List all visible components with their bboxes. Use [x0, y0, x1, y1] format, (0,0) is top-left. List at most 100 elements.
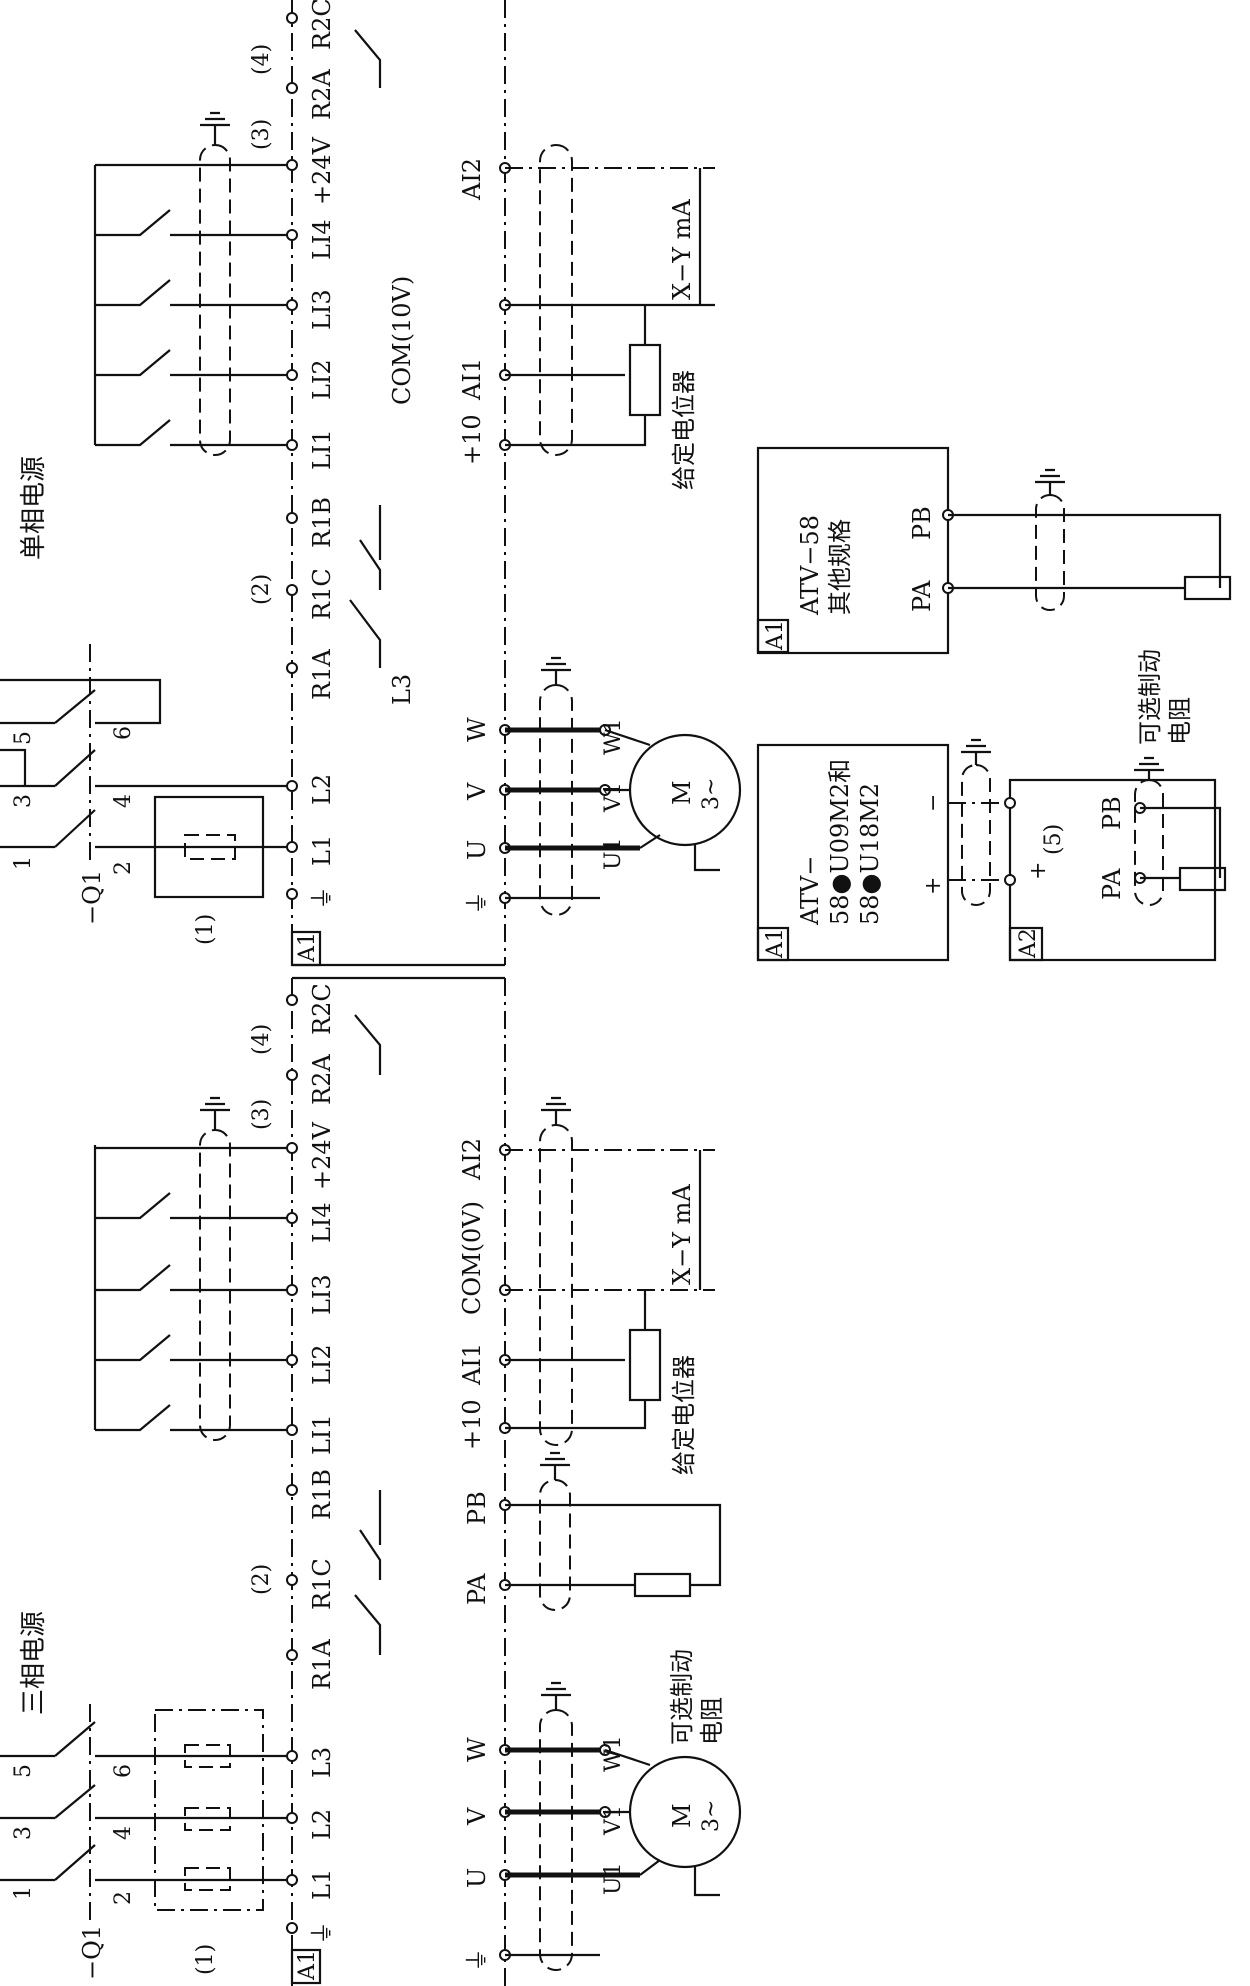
term-r1b-top: R1B [308, 497, 336, 548]
motor-term-gnd-bottom: ⏚ [463, 1948, 491, 1972]
winding-u1-bottom: U1 [601, 1862, 626, 1895]
motor-term-u-bottom: U [463, 1868, 491, 1888]
term-li2-top: LI2 [308, 359, 336, 400]
box1-plus: + [921, 877, 946, 895]
box1-line3: 58●U18M2 [856, 783, 884, 925]
range-label-bottom: X−Y mA [668, 1184, 696, 1285]
term-l2-bottom: L2 [308, 1809, 336, 1840]
term-24v-bottom: +24V [308, 1121, 336, 1190]
note1-top: (1) [193, 914, 218, 945]
pole-5-top: 5 [11, 731, 36, 745]
pole-3-bottom: 3 [11, 1826, 36, 1840]
term-li1-bottom: LI1 [308, 1414, 336, 1455]
a1-label-bottom: A1 [295, 1950, 320, 1981]
term-gnd-top: ⏚ [308, 886, 336, 910]
term-li1-top: LI1 [308, 429, 336, 470]
note4-top: (4) [249, 44, 274, 75]
a2-box: A2 [1016, 928, 1041, 959]
analog-ai1-top: AI1 [458, 358, 486, 401]
box1-minus: − [921, 794, 946, 812]
winding-u1-top: U1 [601, 837, 626, 870]
note3-top: (3) [249, 119, 274, 150]
term-li4-top: LI4 [308, 219, 336, 260]
analog-ai1-bottom: AI1 [458, 1343, 486, 1386]
logic-inputs-top [95, 163, 290, 447]
motor-label-top: M [668, 780, 696, 805]
pole-2-top: 2 [111, 861, 136, 875]
note2-bottom: (2) [249, 1564, 274, 1595]
three-phase-title: 三相电源 [19, 1611, 49, 1715]
box2-pb: PB [908, 506, 936, 540]
brake-pb-bottom: PB [463, 1491, 491, 1525]
pole-2-bottom: 2 [111, 1891, 136, 1905]
term-gnd-bottom: ⏚ [308, 1921, 336, 1945]
box1-line2: 58●U09M2和 [826, 759, 854, 925]
brake-label-bottom-1: 可选制动 [668, 1649, 696, 1745]
term-li3-top: LI3 [308, 289, 336, 330]
term-24v-top: +24V [308, 136, 336, 205]
motor-term-w-top: W [463, 717, 491, 742]
pole-6-bottom: 6 [111, 1764, 136, 1778]
note5: (5) [1041, 824, 1066, 855]
analog-10-bottom: +10 [458, 1399, 486, 1450]
analog-com-bottom: COM(0V) [458, 1201, 486, 1315]
term-li2-bottom: LI2 [308, 1344, 336, 1385]
term-li4-bottom: LI4 [308, 1202, 336, 1243]
box2-pa: PA [908, 580, 936, 612]
term-l3-bottom: L3 [308, 1747, 336, 1778]
winding-w1-bottom: W1 [601, 1735, 626, 1772]
q1-label-bottom: −Q1 [78, 1925, 106, 1980]
winding-v1-top: V1 [601, 782, 626, 813]
pot-label-bottom: 给定电位器 [670, 1355, 698, 1475]
box2-line2: 其他规格 [826, 519, 854, 615]
term-r1c-top: R1C [308, 568, 336, 620]
term-l3-top: L3 [388, 674, 416, 705]
motor-sub-bottom: 3~ [699, 1800, 724, 1832]
box2-line1: ATV−58 [796, 515, 824, 616]
a2-pa: PA [1098, 868, 1126, 900]
pole-5-bottom: 5 [11, 1764, 36, 1778]
brake-label-bottom-2: 电阻 [698, 1697, 726, 1745]
analog-com-top: COM(10V) [388, 276, 416, 405]
term-r2c-bottom: R2C [308, 983, 336, 1035]
single-phase-section: 单相电源 A1 −Q1 1 2 3 4 5 6 (1) ⏚ L1 L2 R1A … [0, 0, 1232, 980]
term-r2c-top: R2C [308, 0, 336, 50]
a2-pb: PB [1098, 796, 1126, 830]
pole-6-top: 6 [111, 726, 136, 740]
brake-label-top-1: 可选制动 [1136, 649, 1164, 745]
note1-bottom: (1) [193, 1944, 218, 1975]
term-li3-bottom: LI3 [308, 1274, 336, 1315]
motor-term-gnd-top: ⏚ [463, 891, 491, 915]
pole-4-top: 4 [111, 794, 136, 808]
term-r1a-bottom: R1A [308, 1639, 336, 1690]
term-r2a-top: R2A [308, 69, 336, 120]
term-r1a-top: R1A [308, 649, 336, 700]
analog-ai2-bottom: AI2 [458, 1138, 486, 1181]
motor-term-v-top: V [463, 782, 491, 801]
note2-top: (2) [249, 574, 274, 605]
pole-3-top: 3 [11, 794, 36, 808]
single-phase-title: 单相电源 [19, 456, 49, 560]
three-phase-section: 三相电源 A1 −Q1 1 3 5 2 4 6 (1) ⏚ L1 L2 L3 R… [0, 978, 742, 1986]
winding-v1-bottom: V1 [601, 1805, 626, 1836]
note4-bottom: (4) [249, 1024, 274, 1055]
term-r1c-bottom: R1C [308, 1558, 336, 1610]
motor-term-u-top: U [463, 840, 491, 860]
a1-label-top: A1 [295, 932, 320, 963]
brake-pa-bottom: PA [463, 1573, 491, 1605]
term-r2a-bottom: R2A [308, 1054, 336, 1105]
range-label-top: X−Y mA [668, 199, 696, 300]
box1-line1: ATV− [796, 856, 824, 926]
note3-bottom: (3) [249, 1099, 274, 1130]
term-l1-top: L1 [308, 835, 336, 866]
pot-label-top: 给定电位器 [670, 370, 698, 490]
q1-label-top: −Q1 [78, 870, 106, 925]
motor-label-bottom: M [668, 1803, 696, 1828]
term-r1b-bottom: R1B [308, 1469, 336, 1520]
motor-sub-top: 3~ [699, 778, 724, 810]
winding-w1-top: W1 [601, 718, 626, 755]
a1-box2: A1 [763, 620, 788, 651]
analog-ai2-top: AI2 [458, 158, 486, 201]
pole-4-bottom: 4 [111, 1826, 136, 1840]
